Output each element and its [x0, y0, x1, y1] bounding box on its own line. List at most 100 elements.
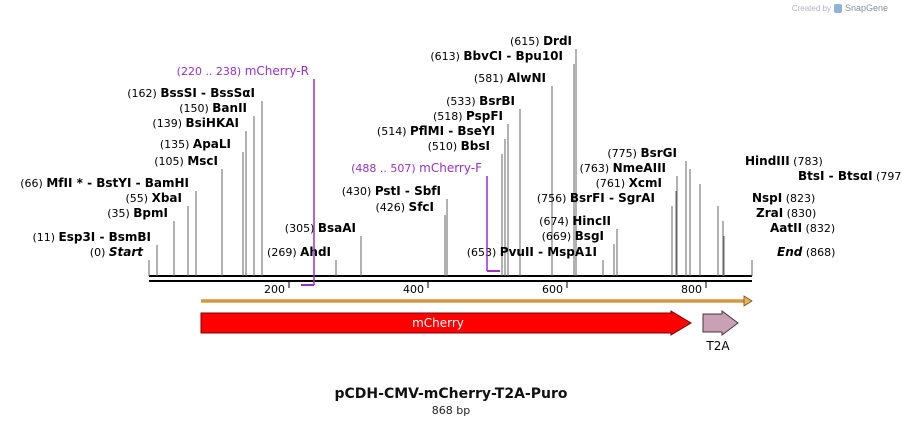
primer-name: mCherry-F [419, 161, 482, 175]
cut-site-position: (105) [154, 155, 187, 168]
cut-site-name: XcmI [629, 176, 662, 190]
cut-site-label: (305) BsaAI [285, 221, 356, 235]
primer-range: (488 .. 507) [351, 162, 419, 175]
ruler-tick-label: 800 [681, 283, 702, 296]
cut-site-position: (763) [580, 162, 613, 175]
cut-site-label: (514) PflMI - BseYI [377, 124, 495, 138]
cut-site-label: (510) BbsI [428, 139, 490, 153]
primer-label: (220 .. 238) mCherry-R [177, 64, 309, 78]
cut-site-label: (581) AlwNI [474, 71, 546, 85]
cut-site-position: (674) [539, 215, 572, 228]
cut-site-position: (761) [596, 177, 629, 190]
cut-site-label: (761) XcmI [596, 176, 662, 190]
plasmid-size: 868 bp [431, 404, 471, 417]
cut-site-name: MscI [187, 154, 218, 168]
cut-site-name: PvuII - MspA1I [500, 245, 597, 259]
cut-site-position: (0) [90, 246, 109, 259]
cut-site-position: (55) [126, 192, 152, 205]
cut-site-label: (533) BsrBI [446, 94, 515, 108]
snapgene-credit: Created by SnapGene [792, 3, 888, 13]
cut-site-label: ZraI (830) [756, 206, 816, 220]
cut-site-name: BsgI [575, 229, 604, 243]
cut-site-name: NmeAIII [613, 161, 666, 175]
cut-site-name: AhdI [300, 245, 331, 259]
cut-site-name: MfII * - BstYI - BamHI [46, 176, 189, 190]
primer-label: (488 .. 507) mCherry-F [351, 161, 482, 175]
cut-site-name: ApaLI [193, 137, 231, 151]
cut-site-name: BsaAI [318, 221, 356, 235]
cut-site-name: End [777, 245, 803, 259]
cut-site-position: (868) [802, 246, 835, 259]
cut-site-label: (669) BsgI [542, 229, 604, 243]
cut-site-label: NspI (823) [752, 191, 815, 205]
cut-site-label: AatII (832) [770, 221, 835, 235]
cut-site-position: (510) [428, 140, 461, 153]
cut-site-position: (797) [873, 170, 902, 183]
cut-site-name: AatII [770, 221, 802, 235]
cut-site-name: HincII [572, 214, 611, 228]
cut-site-name: Start [109, 245, 144, 259]
cut-site-position: (783) [790, 155, 823, 168]
cut-site-position: (35) [107, 207, 133, 220]
cut-site-position: (139) [152, 117, 185, 130]
cut-site-position: (150) [179, 102, 212, 115]
cut-site-label: (135) ApaLI [160, 137, 231, 151]
cut-site-label: (426) SfcI [375, 200, 434, 214]
cut-site-position: (830) [783, 207, 816, 220]
cut-site-label: (269) AhdI [267, 245, 331, 259]
cut-site-name: NspI [752, 191, 782, 205]
cut-site-name: SfcI [409, 200, 434, 214]
snapgene-logo-icon [833, 3, 842, 13]
cut-site-name: BanII [212, 101, 247, 115]
cut-site-label: (613) BbvCI - Bpu10I [430, 49, 563, 63]
cut-site-name: XbaI [152, 191, 182, 205]
cut-site-label: (0) Start [90, 245, 144, 259]
ruler-tick-label: 600 [542, 283, 563, 296]
cut-site-name: AlwNI [507, 71, 546, 85]
mcherry-feature-label: mCherry [412, 316, 464, 330]
cut-site-position: (823) [782, 192, 815, 205]
mcherry-feature-arrow [200, 310, 692, 336]
primer-name: mCherry-R [245, 64, 309, 78]
cut-site-label: (105) MscI [154, 154, 218, 168]
cut-site-label: (35) BpmI [107, 206, 168, 220]
cut-site-label: (139) BsiHKAI [152, 116, 239, 130]
cut-site-label: (756) BsrFI - SgrAI [537, 191, 655, 205]
cut-site-label: (430) PstI - SbfI [342, 184, 441, 198]
cut-site-label: (150) BanII [179, 101, 247, 115]
credit-prefix: Created by [791, 3, 831, 13]
cut-site-position: (66) [20, 177, 46, 190]
cut-site-position: (832) [802, 222, 835, 235]
cut-site-position: (135) [160, 138, 193, 151]
cut-site-label: (674) HincII [539, 214, 611, 228]
cut-site-name: PstI - SbfI [375, 184, 441, 198]
cut-site-label: (518) PspFI [433, 109, 503, 123]
cut-site-label: (763) NmeAIII [580, 161, 666, 175]
cut-site-label: (162) BssSI - BssSαI [127, 86, 255, 100]
cut-site-name: BtsI - BtsαI [798, 169, 873, 183]
cut-site-label: (66) MfII * - BstYI - BamHI [20, 176, 189, 190]
cut-site-position: (669) [542, 230, 575, 243]
cut-site-label: BtsI - BtsαI (797) [798, 169, 902, 183]
cut-site-name: DrdI [543, 34, 572, 48]
cut-site-position: (756) [537, 192, 570, 205]
cut-site-position: (269) [267, 246, 300, 259]
cut-site-name: HindIII [745, 154, 790, 168]
cut-site-position: (615) [510, 35, 543, 48]
cut-site-label: End (868) [777, 245, 835, 259]
cut-site-label: (775) BsrGI [607, 146, 677, 160]
cut-site-position: (430) [342, 185, 375, 198]
cut-site-name: BsrGI [640, 146, 677, 160]
cut-site-name: BbvCI - Bpu10I [463, 49, 563, 63]
cut-site-name: BsiHKAI [186, 116, 240, 130]
cut-site-position: (305) [285, 222, 318, 235]
cut-site-position: (581) [474, 72, 507, 85]
cut-site-name: BbsI [461, 139, 490, 153]
plasmid-title: pCDH-CMV-mCherry-T2A-Puro [334, 386, 568, 402]
cut-site-name: PflMI - BseYI [410, 124, 495, 138]
cut-site-position: (162) [127, 87, 160, 100]
cut-site-name: BssSI - BssSαI [160, 86, 255, 100]
cut-site-label: HindIII (783) [745, 154, 823, 168]
cut-site-position: (775) [607, 147, 640, 160]
